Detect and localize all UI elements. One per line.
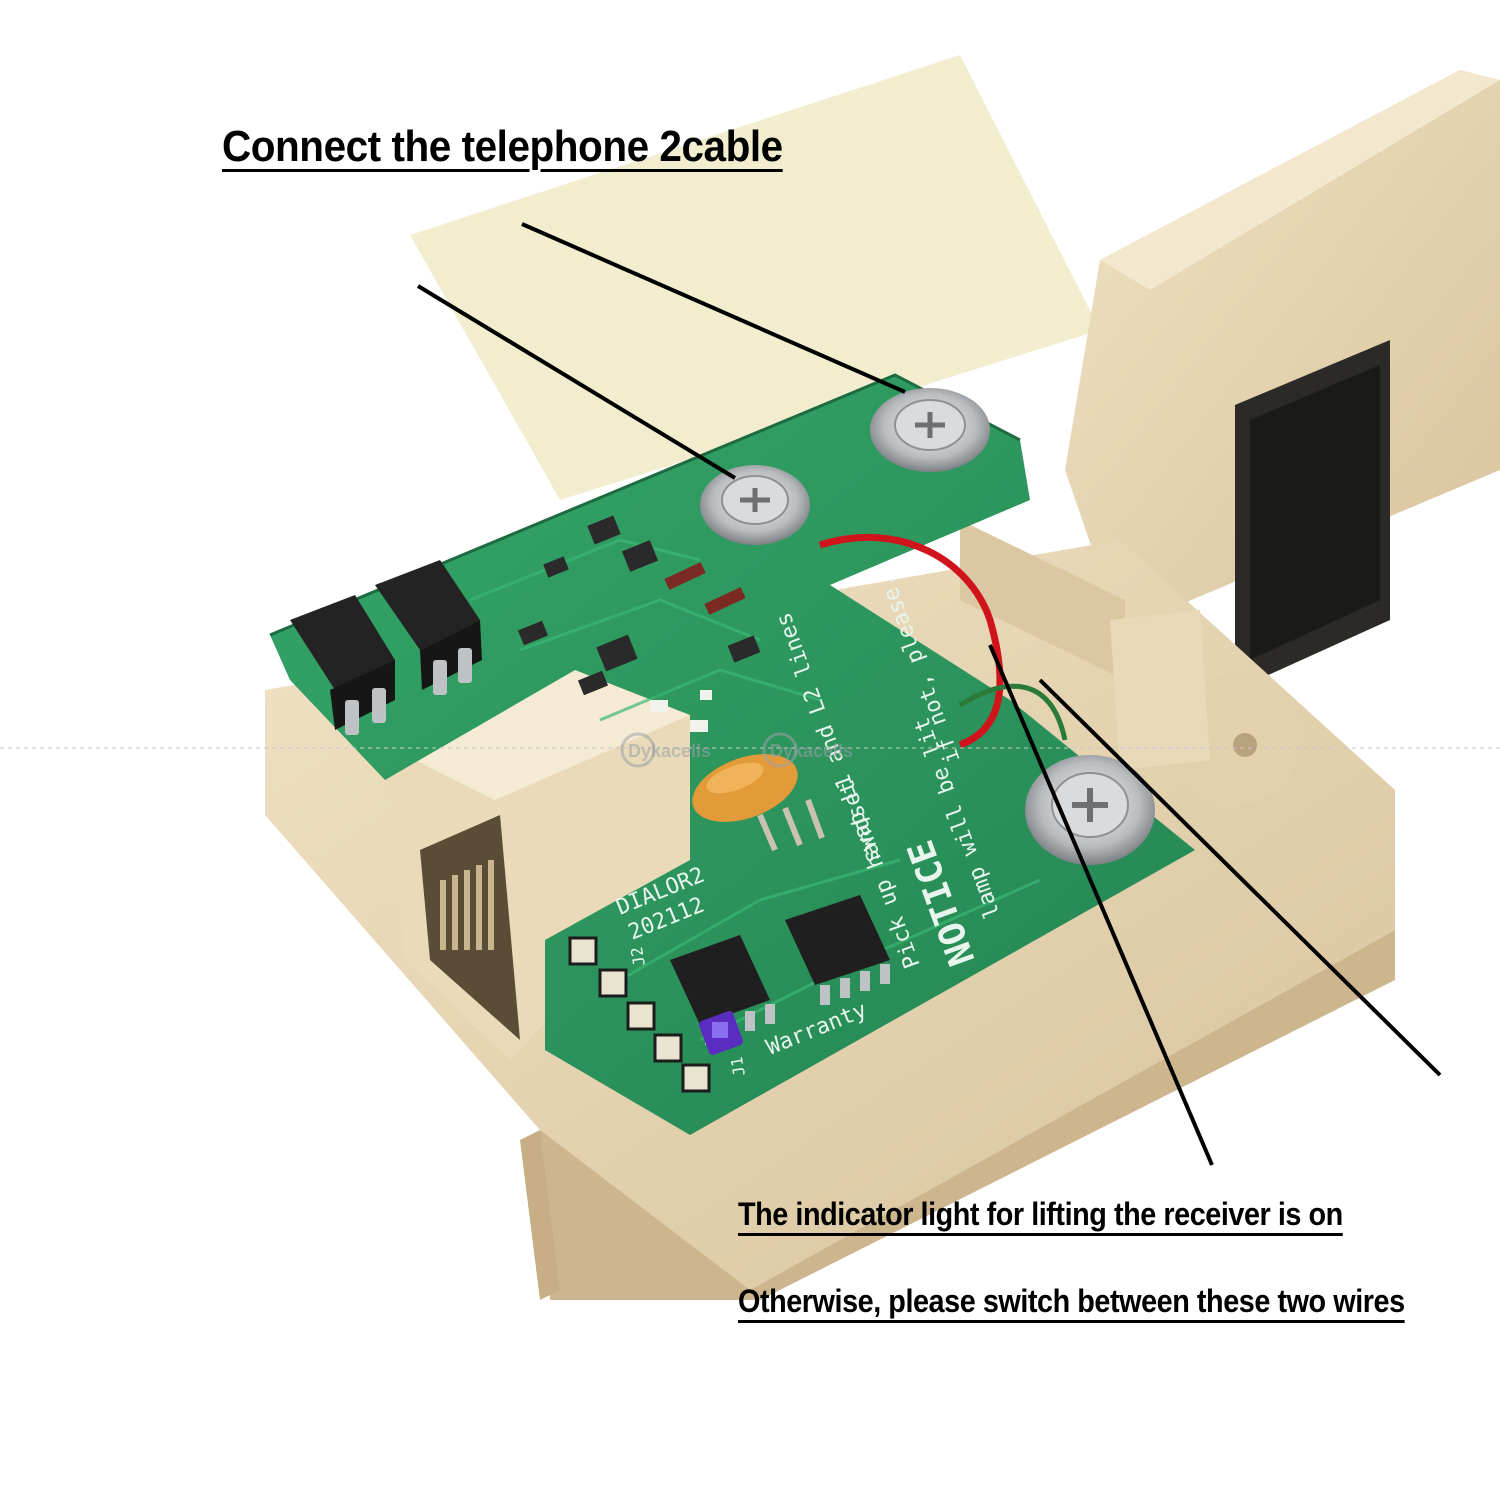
wall-jack-housing (1065, 70, 1500, 690)
pcb-board (269, 373, 1195, 1135)
ic-chips (670, 895, 890, 1045)
leader-lines (416, 222, 1442, 1166)
header-pads (568, 936, 711, 1093)
leader-line-screw-right (521, 222, 906, 394)
screw-bottom-right (1025, 755, 1155, 865)
indicator-led (699, 1011, 743, 1055)
leader-line-green-wire (1038, 678, 1442, 1077)
caption-connect-cable: Connect the telephone 2cable (222, 122, 783, 171)
resonator (692, 754, 825, 852)
j2-label: J2 (627, 945, 649, 967)
watermark-text-1: Dykacells (628, 741, 711, 761)
smd-components (517, 515, 761, 696)
rj11-jack (385, 670, 690, 1060)
caption-switch-wires: Otherwise, please switch between these t… (738, 1283, 1405, 1319)
relay-components (290, 560, 482, 735)
watermark: Dykacells Dykacells (0, 732, 1500, 768)
watermark-text-2: Dykacells (770, 741, 853, 761)
adhesive-pad (410, 55, 1100, 500)
screw-top-left (700, 465, 810, 545)
caption-indicator-light: The indicator light for lifting the rece… (738, 1196, 1343, 1232)
screw-top-right (870, 388, 990, 472)
line-wires (818, 533, 1068, 749)
leader-line-red-wire (988, 644, 1214, 1166)
j1-label: J1 (727, 1055, 749, 1077)
silkscreen-pads (650, 690, 712, 732)
leader-line-screw-left (416, 284, 737, 480)
